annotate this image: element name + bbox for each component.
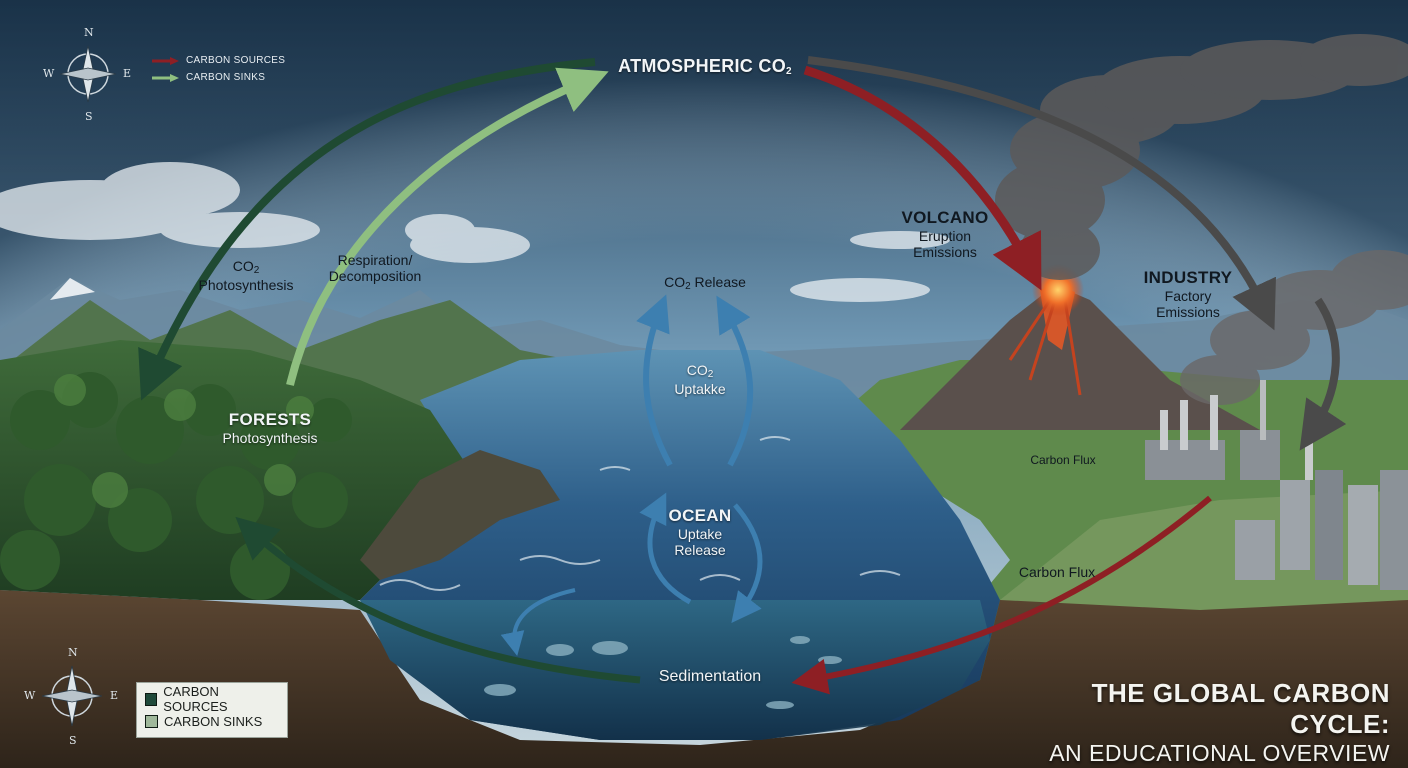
arrow-ocean-release-up-2: [716, 295, 754, 467]
label-volcano: VOLCANO Eruption Emissions: [901, 208, 989, 260]
arrow-sediment-to-forest: [235, 516, 641, 684]
compass-top-e: E: [123, 67, 132, 80]
legend-top-sinks: CARBON SINKS: [152, 69, 285, 86]
sea-life: [484, 636, 842, 709]
compass-bottom-e: E: [110, 689, 119, 702]
green-arrow-icon: [152, 73, 179, 82]
waves: [379, 436, 901, 591]
arrow-sink-to-forest: [138, 58, 596, 401]
legend-top-sources: CARBON SOURCES: [152, 52, 285, 69]
compass-top: N S E W: [40, 26, 136, 123]
label-atmosphere: ATMOSPHERIC CO2: [618, 56, 792, 77]
source-swatch-icon: [145, 692, 158, 706]
legend-bottom: CARBON SOURCES CARBON SINKS: [136, 682, 288, 738]
arrow-carbon-flux: [791, 495, 1212, 695]
cliffs: [360, 450, 560, 580]
label-co2-uptake: CO2 Uptakke: [674, 362, 726, 397]
legend-bottom-sinks-label: CARBON SINKS: [164, 713, 263, 729]
legend-bottom-sinks: CARBON SINKS: [145, 710, 279, 732]
compass-top-n: N: [84, 26, 94, 39]
compass-rose-icon: [59, 45, 117, 103]
sink-swatch-icon: [145, 714, 158, 728]
compass-bottom-s: S: [69, 734, 77, 747]
label-forests: FORESTS Photosynthesis: [222, 410, 318, 446]
arrow-atmosphere-to-industry: [807, 56, 1276, 331]
volcano: [900, 285, 1260, 430]
arrow-ocean-sink: [500, 588, 576, 656]
title-line-2: AN EDUCATIONAL OVERVIEW: [1049, 740, 1390, 766]
page-title: THE GLOBAL CARBON CYCLE: AN EDUCATIONAL …: [1010, 678, 1390, 767]
arrow-industry-down: [1299, 297, 1347, 451]
arrow-ocean-cycle-right: [731, 503, 763, 624]
arrow-ocean-cycle-left: [639, 492, 692, 605]
label-respiration: Respiration/ Decomposition: [328, 252, 422, 285]
legend-top-sources-label: CARBON SOURCES: [186, 55, 286, 66]
legend-bottom-sources-label: CARBON SOURCES: [163, 684, 228, 714]
compass-top-s: S: [85, 110, 93, 123]
label-ocean: OCEAN Uptake Release: [668, 506, 732, 558]
legend-top: CARBON SOURCES CARBON SINKS: [152, 52, 285, 86]
label-carbon-flux-1: Carbon Flux: [1030, 453, 1096, 467]
legend-bottom-sources: CARBON SOURCES: [145, 684, 279, 714]
soil: [0, 590, 1408, 768]
legend-top-sinks-label: CARBON SINKS: [186, 72, 266, 83]
compass-bottom: N S E W: [22, 646, 122, 747]
compass-rose-icon: [41, 665, 103, 727]
arrow-ocean-release-up-1: [636, 294, 673, 467]
label-co2-photosynthesis: CO2 Photosynthesis: [198, 258, 294, 293]
arrow-respiration-up: [286, 67, 609, 386]
title-line-1: THE GLOBAL CARBON CYCLE:: [1091, 678, 1390, 739]
label-co2-release: CO2 Release: [664, 274, 746, 292]
compass-bottom-n: N: [68, 646, 78, 659]
label-sedimentation: Sedimentation: [658, 668, 762, 685]
compass-top-w: W: [43, 67, 55, 80]
compass-bottom-w: W: [24, 689, 36, 702]
red-arrow-icon: [152, 56, 179, 65]
flow-arrows: [138, 56, 1347, 695]
label-carbon-flux-2: Carbon Flux: [1018, 564, 1096, 580]
clouds: [0, 162, 950, 302]
arrow-atmosphere-to-volcano: [803, 65, 1042, 291]
label-industry: INDUSTRY Factory Emissions: [1143, 268, 1233, 320]
